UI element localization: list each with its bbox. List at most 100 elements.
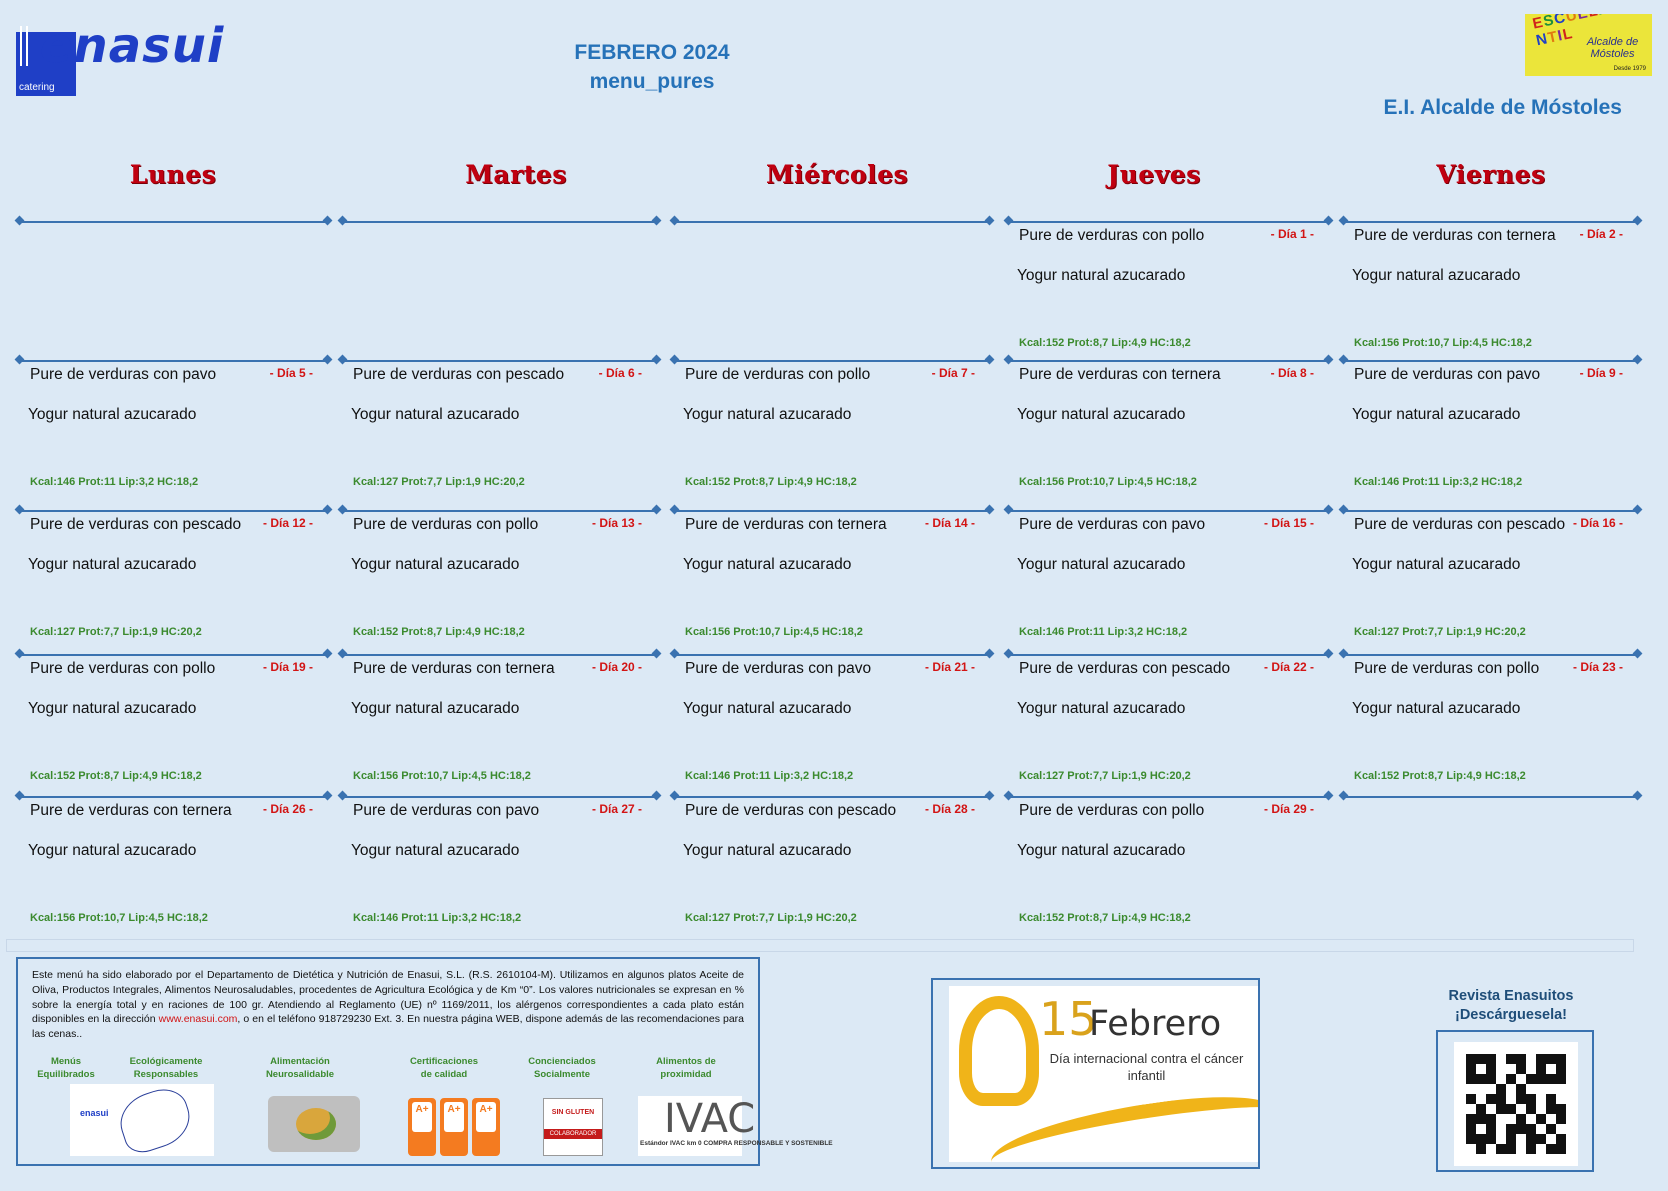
category-quality-certifications: Certificaciones de calidad <box>409 1056 479 1080</box>
gluten-sub: COLABORADOR <box>544 1129 602 1139</box>
day-label: - Día 1 - <box>1270 227 1314 241</box>
dessert: Yogur natural azucarado <box>1017 556 1186 573</box>
website-link[interactable]: www.enasui.com <box>158 1013 238 1026</box>
dessert: Yogur natural azucarado <box>683 406 852 423</box>
nutrition-info: Kcal:146 Prot:11 Lip:3,2 HC:18,2 <box>30 476 199 488</box>
main-dish: Pure de verduras con ternera <box>30 802 232 819</box>
day-label: - Día 14 - <box>924 516 975 530</box>
nutrition-info: Kcal:127 Prot:7,7 Lip:1,9 HC:20,2 <box>685 912 857 924</box>
nutrition-info: Kcal:152 Prot:8,7 Lip:4,9 HC:18,2 <box>1354 770 1526 782</box>
nutrition-info: Kcal:146 Prot:11 Lip:3,2 HC:18,2 <box>353 912 522 924</box>
dessert: Yogur natural azucarado <box>351 556 520 573</box>
disclaimer-text: Este menú ha sido elaborado por el Depar… <box>32 968 744 1042</box>
weekday-header-4: Jueves <box>1107 160 1201 189</box>
dessert: Yogur natural azucarado <box>1017 406 1186 423</box>
neuro-food-image <box>268 1096 360 1152</box>
cert-label: A+ <box>444 1102 464 1132</box>
main-dish: Pure de verduras con pollo <box>1019 802 1205 819</box>
day-label: - Día 22 - <box>1263 660 1314 674</box>
nutrition-info: Kcal:156 Prot:10,7 Lip:4,5 HC:18,2 <box>353 770 531 782</box>
nutrition-info: Kcal:146 Prot:11 Lip:3,2 HC:18,2 <box>685 770 854 782</box>
day-label: - Día 23 - <box>1572 660 1623 674</box>
main-dish: Pure de verduras con pavo <box>353 802 540 819</box>
nutrition-info: Kcal:156 Prot:10,7 Lip:4,5 HC:18,2 <box>1354 337 1532 349</box>
ivac-badge: IVAC Estándor IVAC km 0 COMPRA RESPONSAB… <box>638 1096 833 1156</box>
row-divider <box>675 510 989 512</box>
weekday-header-3: Miércoles <box>765 160 909 189</box>
month-title: FEBRERO 2024 <box>574 41 730 64</box>
day-label: - Día 2 - <box>1579 227 1623 241</box>
row-divider <box>675 654 989 656</box>
awareness-description: Día internacional contra el cáncer infan… <box>1049 1051 1244 1083</box>
logo-subtitle: catering <box>19 82 55 93</box>
awareness-image: 15 Febrero Día internacional contra el c… <box>949 986 1258 1162</box>
main-dish: Pure de verduras con ternera <box>353 660 555 677</box>
main-dish: Pure de verduras con pavo <box>685 660 872 677</box>
dessert: Yogur natural azucarado <box>683 842 852 859</box>
day-label: - Día 9 - <box>1579 366 1623 380</box>
nutrition-info: Kcal:152 Prot:8,7 Lip:4,9 HC:18,2 <box>1019 337 1191 349</box>
dessert: Yogur natural azucarado <box>351 842 520 859</box>
day-label: - Día 19 - <box>262 660 313 674</box>
main-dish: Pure de verduras con pollo <box>1019 227 1205 244</box>
logo-wordmark: enasui <box>40 18 225 74</box>
row-divider <box>343 654 656 656</box>
day-label: - Día 28 - <box>924 802 975 816</box>
category-neuro-food: Alimentación Neurosalidable <box>265 1056 335 1080</box>
row-divider <box>1344 796 1637 798</box>
dessert: Yogur natural azucarado <box>683 700 852 717</box>
day-label: - Día 15 - <box>1263 516 1314 530</box>
nutrition-info: Kcal:156 Prot:10,7 Lip:4,5 HC:18,2 <box>30 912 208 924</box>
qr-code-icon[interactable] <box>1454 1042 1578 1166</box>
row-divider <box>20 654 327 656</box>
row-divider <box>675 360 989 362</box>
magazine-promo: Revista Enasuitos ¡Descárguesela! <box>1420 987 1602 1025</box>
school-logo: ESCUELA INFANTIL Alcalde de Móstoles Des… <box>1525 14 1652 76</box>
cert-label: A+ <box>476 1102 496 1132</box>
row-divider <box>20 360 327 362</box>
school-logo-name: Alcalde de Móstoles <box>1586 36 1639 60</box>
nutrition-info: Kcal:152 Prot:8,7 Lip:4,9 HC:18,2 <box>353 626 525 638</box>
awareness-banner: 15 Febrero Día internacional contra el c… <box>931 978 1260 1169</box>
signature-scrawl <box>113 1082 197 1158</box>
nutrition-info: Kcal:152 Prot:8,7 Lip:4,9 HC:18,2 <box>685 476 857 488</box>
dessert: Yogur natural azucarado <box>683 556 852 573</box>
dessert: Yogur natural azucarado <box>28 842 197 859</box>
main-dish: Pure de verduras con pavo <box>1019 516 1206 533</box>
main-dish: Pure de verduras con pescado <box>30 516 242 533</box>
day-label: - Día 27 - <box>591 802 642 816</box>
dessert: Yogur natural azucarado <box>351 700 520 717</box>
day-label: - Día 21 - <box>924 660 975 674</box>
main-dish: Pure de verduras con pescado <box>1354 516 1566 533</box>
applus-cert-badge: A+ <box>408 1098 436 1156</box>
enasui-logo: enasui catering <box>16 18 223 96</box>
row-divider <box>1344 360 1637 362</box>
row-divider <box>20 221 327 223</box>
main-dish: Pure de verduras con pescado <box>1019 660 1231 677</box>
row-divider <box>343 360 656 362</box>
gluten-free-badge: SIN GLUTEN COLABORADOR <box>543 1098 603 1156</box>
applus-cert-badge: A+ <box>440 1098 468 1156</box>
ivac-logo: IVAC <box>664 1096 756 1142</box>
dessert: Yogur natural azucarado <box>28 700 197 717</box>
fork-icon <box>20 26 28 66</box>
category-balanced-menus: Menús Equilibrados <box>37 1056 95 1080</box>
dessert: Yogur natural azucarado <box>1352 556 1521 573</box>
magazine-title: Revista Enasuitos <box>1448 988 1574 1004</box>
main-dish: Pure de verduras con pollo <box>1354 660 1540 677</box>
row-divider <box>1344 221 1637 223</box>
day-label: - Día 26 - <box>262 802 313 816</box>
nutrition-info: Kcal:156 Prot:10,7 Lip:4,5 HC:18,2 <box>685 626 863 638</box>
dessert: Yogur natural azucarado <box>1017 842 1186 859</box>
row-divider <box>20 796 327 798</box>
dessert: Yogur natural azucarado <box>1017 700 1186 717</box>
main-dish: Pure de verduras con pescado <box>685 802 897 819</box>
